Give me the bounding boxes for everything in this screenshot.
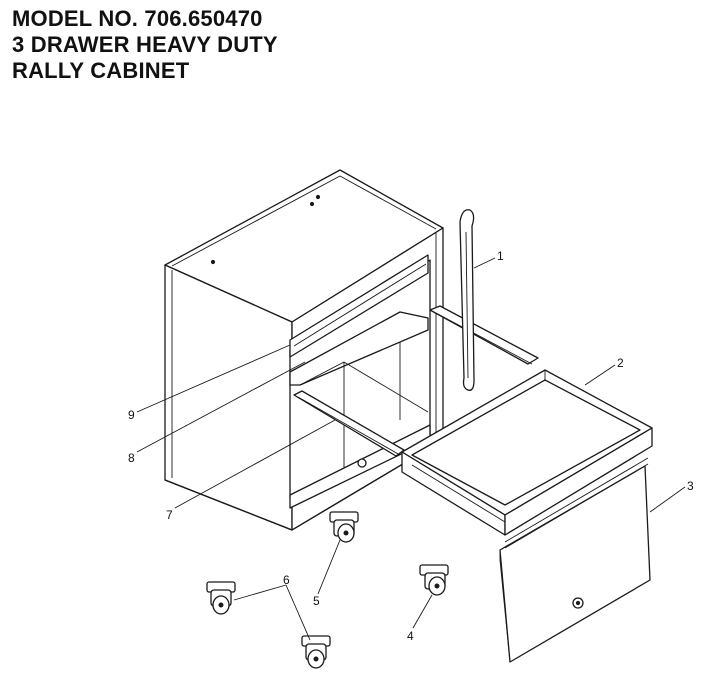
callout-9: 9	[128, 408, 135, 422]
caster-part-5	[329, 511, 359, 543]
caster-part-4	[419, 564, 449, 596]
drawer-tray	[401, 369, 653, 536]
title-line-product: RALLY CABINET	[12, 58, 190, 83]
cabinet-body	[164, 169, 444, 531]
callout-2: 2	[617, 356, 624, 370]
leader-lines	[136, 257, 686, 641]
drawer-slide-lower	[293, 390, 405, 457]
callout-3: 3	[687, 479, 694, 493]
drawer-front-panel	[499, 457, 651, 663]
diagram-title: MODEL NO. 706.650470 3 DRAWER HEAVY DUTY…	[12, 6, 278, 84]
callout-7: 7	[166, 508, 173, 522]
title-line-model: MODEL NO. 706.650470	[12, 6, 263, 31]
drawer-slide-upper	[429, 305, 539, 365]
title-line-description: 3 DRAWER HEAVY DUTY	[12, 32, 278, 57]
callout-1: 1	[497, 249, 504, 263]
callout-labels: 1 2 3 4 5 6 7 8 9	[128, 249, 694, 643]
caster-part-6-upper	[206, 581, 236, 615]
callout-5: 5	[313, 594, 320, 608]
caster-part-6-lower	[301, 635, 331, 669]
callout-6: 6	[283, 573, 290, 587]
callout-8: 8	[128, 451, 135, 465]
callout-4: 4	[407, 629, 414, 643]
drawer-handle-part	[459, 209, 475, 391]
